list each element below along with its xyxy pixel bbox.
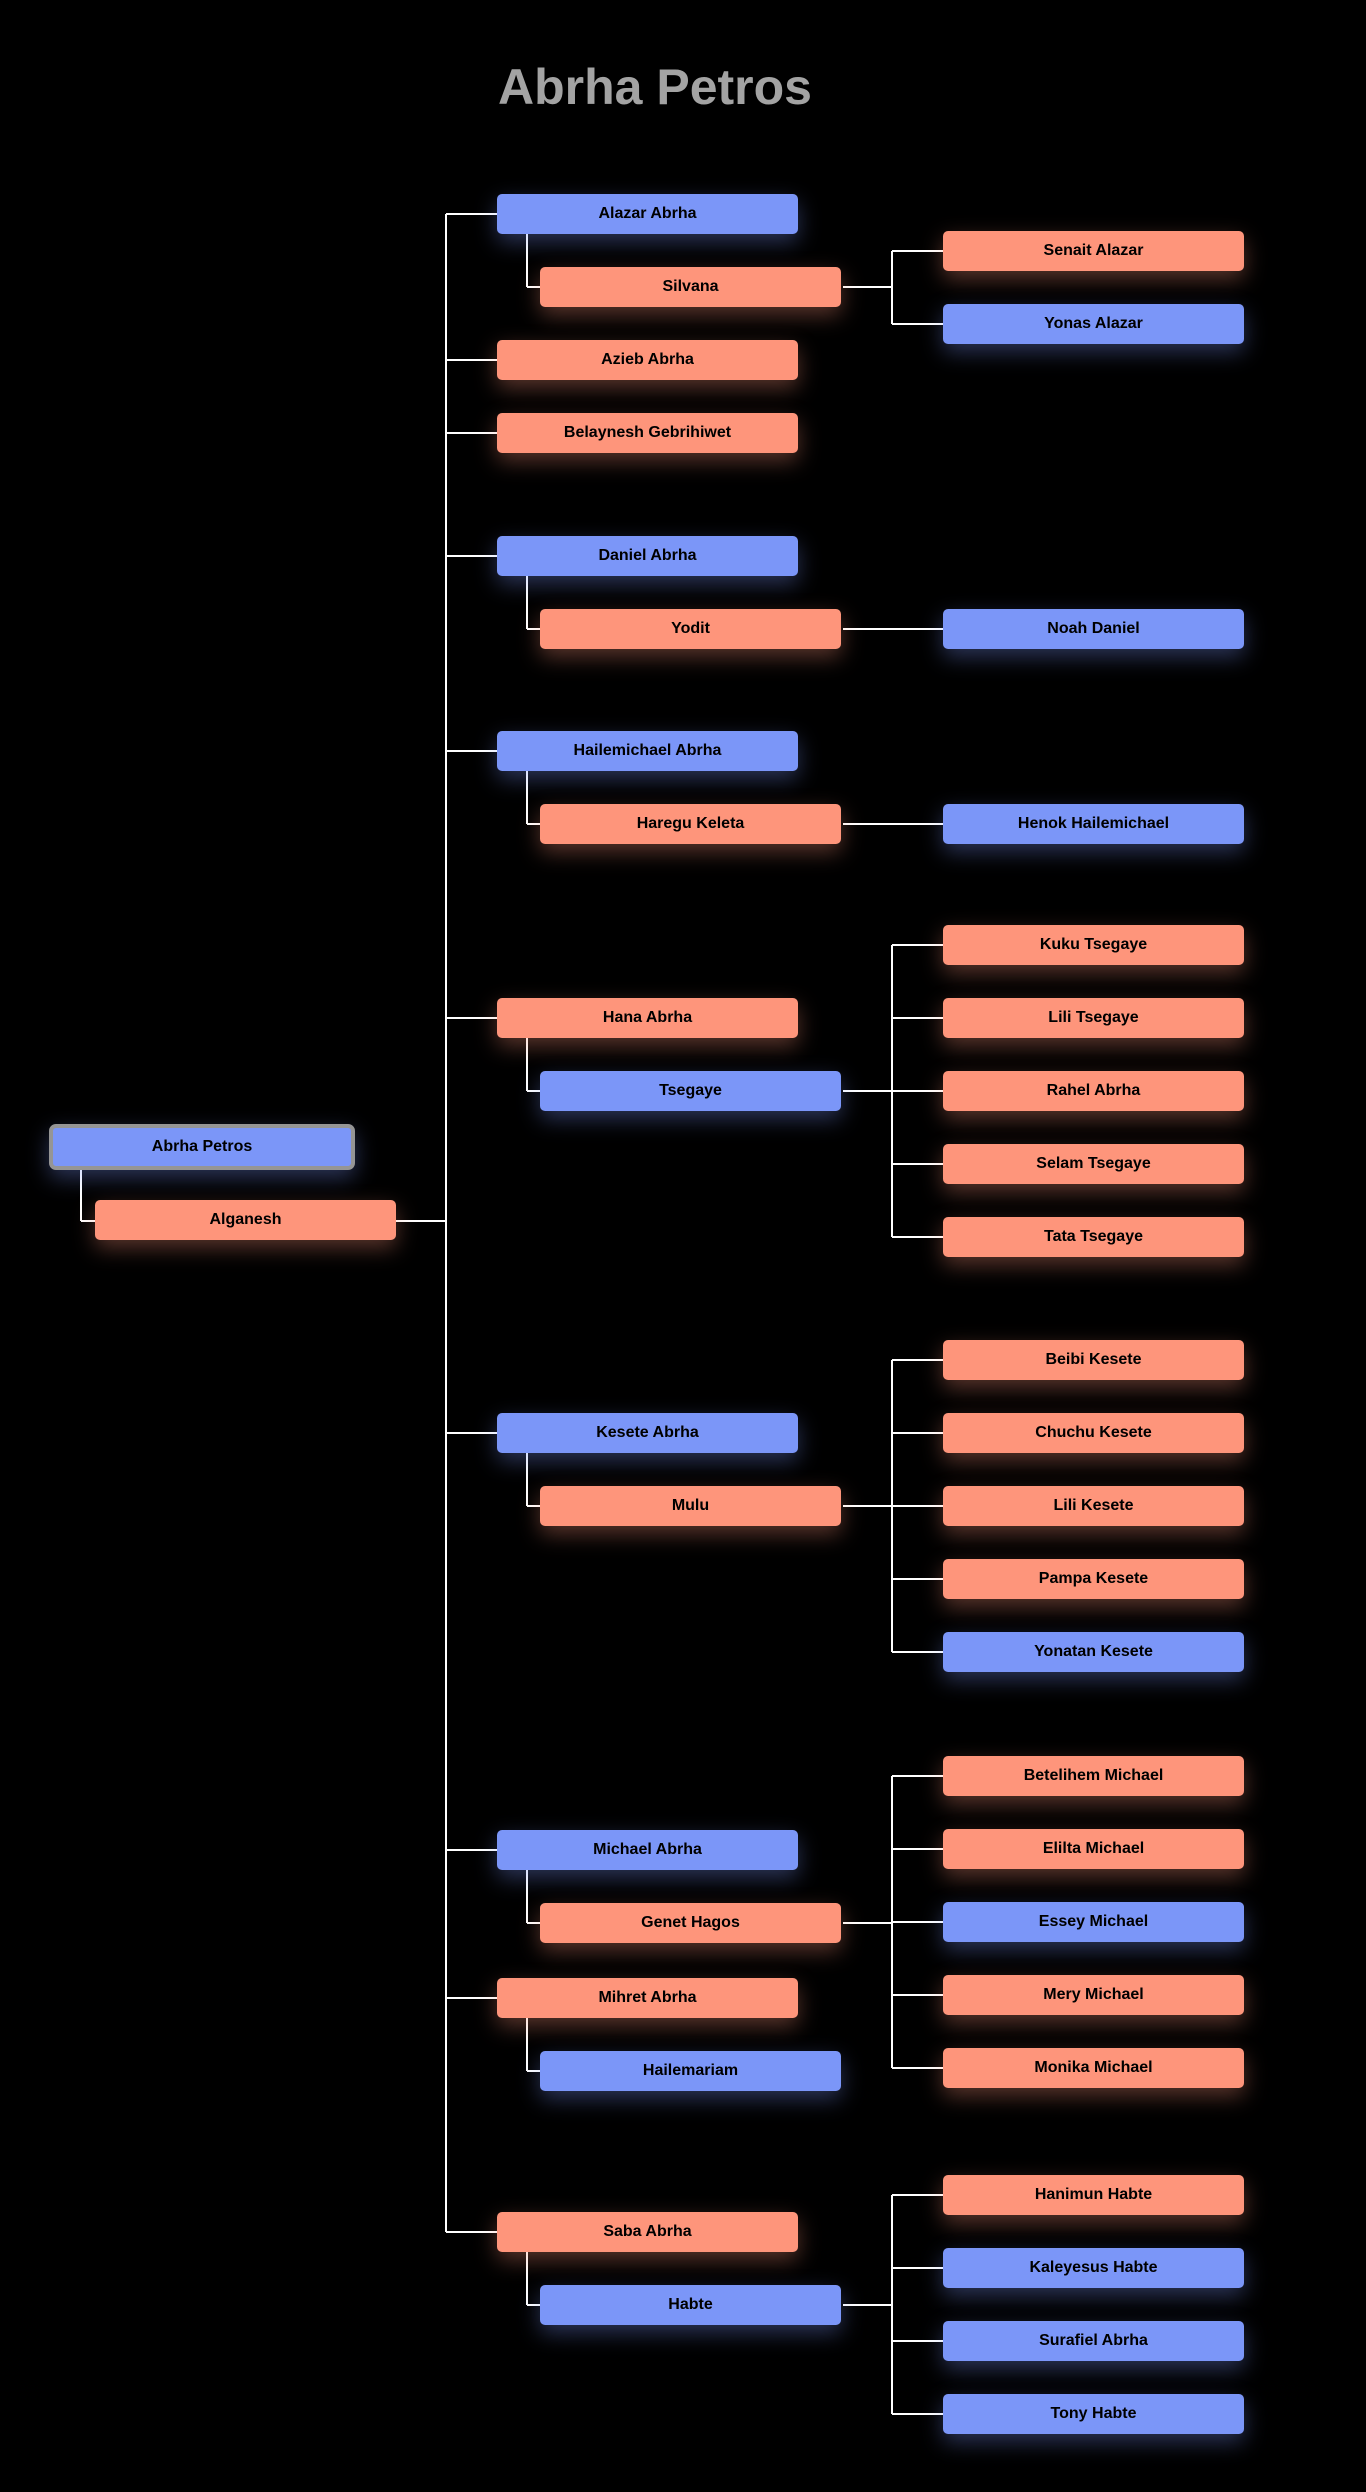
person-name: Yodit <box>671 620 710 637</box>
child-node[interactable]: Michael Abrha <box>497 1830 798 1870</box>
person-name: Belaynesh Gebrihiwet <box>563 424 732 441</box>
person-name: Azieb Abrha <box>601 351 694 368</box>
person-name: Lili Tsegaye <box>1048 1009 1139 1026</box>
grandchild-node[interactable]: Chuchu Kesete <box>943 1413 1244 1453</box>
person-name: Mihret Abrha <box>598 1989 697 2006</box>
child-node[interactable]: Mihret Abrha <box>497 1978 798 2018</box>
grandchild-node[interactable]: Senait Alazar <box>943 231 1244 271</box>
person-name: Silvana <box>662 278 719 295</box>
grandchild-node[interactable]: Henok Hailemichael <box>943 804 1244 844</box>
child-node[interactable]: Daniel Abrha <box>497 536 798 576</box>
grandchild-node[interactable]: Betelihem Michael <box>943 1756 1244 1796</box>
person-name: Tony Habte <box>1050 2405 1137 2422</box>
person-name: Chuchu Kesete <box>1035 1424 1152 1441</box>
person-name: Michael Abrha <box>593 1841 702 1858</box>
grandchild-node[interactable]: Lili Kesete <box>943 1486 1244 1526</box>
child-node[interactable]: Belaynesh Gebrihiwet <box>497 413 798 453</box>
person-name: Mulu <box>671 1497 710 1514</box>
child-node[interactable]: Hailemichael Abrha <box>497 731 798 771</box>
person-name: Kuku Tsegaye <box>1039 936 1148 953</box>
person-name: Hailemichael Abrha <box>573 742 722 759</box>
child-node[interactable]: Alazar Abrha <box>497 194 798 234</box>
grandchild-node[interactable]: Monika Michael <box>943 2048 1244 2088</box>
spouse-node[interactable]: Genet Hagos <box>540 1903 841 1943</box>
grandchild-node[interactable]: Yonas Alazar <box>943 304 1244 344</box>
person-name: Hanimun Habte <box>1034 2186 1153 2203</box>
person-name: Essey Michael <box>1038 1913 1149 1930</box>
person-name: Hailemariam <box>642 2062 739 2079</box>
person-name: Tsegaye <box>659 1082 722 1099</box>
person-name: Yonas Alazar <box>1044 315 1143 332</box>
person-name: Senait Alazar <box>1043 242 1144 259</box>
person-name: Elilta Michael <box>1042 1840 1145 1857</box>
grandchild-node[interactable]: Kaleyesus Habte <box>943 2248 1244 2288</box>
child-node[interactable]: Azieb Abrha <box>497 340 798 380</box>
root-person-node[interactable]: Abrha Petros <box>49 1124 355 1170</box>
page-title: Abrha Petros <box>498 59 812 115</box>
spouse-node[interactable]: Hailemariam <box>540 2051 841 2091</box>
person-name: Selam Tsegaye <box>1036 1155 1151 1172</box>
grandchild-node[interactable]: Mery Michael <box>943 1975 1244 2015</box>
spouse-node[interactable]: Mulu <box>540 1486 841 1526</box>
person-name: Monika Michael <box>1034 2059 1153 2076</box>
person-name: Abrha Petros <box>151 1138 253 1155</box>
grandchild-node[interactable]: Rahel Abrha <box>943 1071 1244 1111</box>
grandchild-node[interactable]: Noah Daniel <box>943 609 1244 649</box>
grandchild-node[interactable]: Pampa Kesete <box>943 1559 1244 1599</box>
grandchild-node[interactable]: Tata Tsegaye <box>943 1217 1244 1257</box>
grandchild-node[interactable]: Selam Tsegaye <box>943 1144 1244 1184</box>
grandchild-node[interactable]: Yonatan Kesete <box>943 1632 1244 1672</box>
person-name: Hana Abrha <box>602 1009 693 1026</box>
grandchild-node[interactable]: Beibi Kesete <box>943 1340 1244 1380</box>
person-name: Pampa Kesete <box>1038 1570 1149 1587</box>
grandchild-node[interactable]: Elilta Michael <box>943 1829 1244 1869</box>
person-name: Genet Hagos <box>641 1914 740 1931</box>
person-name: Rahel Abrha <box>1046 1082 1141 1099</box>
person-name: Betelihem Michael <box>1023 1767 1164 1784</box>
grandchild-node[interactable]: Surafiel Abrha <box>943 2321 1244 2361</box>
spouse-node[interactable]: Tsegaye <box>540 1071 841 1111</box>
grandchild-node[interactable]: Hanimun Habte <box>943 2175 1244 2215</box>
person-name: Lili Kesete <box>1053 1497 1134 1514</box>
person-name: Noah Daniel <box>1047 620 1140 637</box>
person-name: Habte <box>668 2296 713 2313</box>
person-name: Alazar Abrha <box>598 205 697 222</box>
person-name: Yonatan Kesete <box>1034 1643 1153 1660</box>
person-name: Kaleyesus Habte <box>1029 2259 1158 2276</box>
person-name: Tata Tsegaye <box>1043 1228 1143 1245</box>
spouse-node[interactable]: Habte <box>540 2285 841 2325</box>
person-name: Kesete Abrha <box>596 1424 699 1441</box>
spouse-node[interactable]: Yodit <box>540 609 841 649</box>
person-name: Saba Abrha <box>603 2223 692 2240</box>
person-name: Alganesh <box>209 1211 282 1228</box>
grandchild-node[interactable]: Kuku Tsegaye <box>943 925 1244 965</box>
grandchild-node[interactable]: Tony Habte <box>943 2394 1244 2434</box>
child-node[interactable]: Hana Abrha <box>497 998 798 1038</box>
person-name: Henok Hailemichael <box>1017 815 1170 832</box>
spouse-node[interactable]: Haregu Keleta <box>540 804 841 844</box>
root-spouse-node[interactable]: Alganesh <box>95 1200 396 1240</box>
child-node[interactable]: Kesete Abrha <box>497 1413 798 1453</box>
spouse-node[interactable]: Silvana <box>540 267 841 307</box>
person-name: Beibi Kesete <box>1045 1351 1142 1368</box>
person-name: Daniel Abrha <box>598 547 697 564</box>
child-node[interactable]: Saba Abrha <box>497 2212 798 2252</box>
person-name: Surafiel Abrha <box>1039 2332 1148 2349</box>
grandchild-node[interactable]: Essey Michael <box>943 1902 1244 1942</box>
person-name: Haregu Keleta <box>636 815 745 832</box>
person-name: Mery Michael <box>1043 1986 1144 2003</box>
grandchild-node[interactable]: Lili Tsegaye <box>943 998 1244 1038</box>
